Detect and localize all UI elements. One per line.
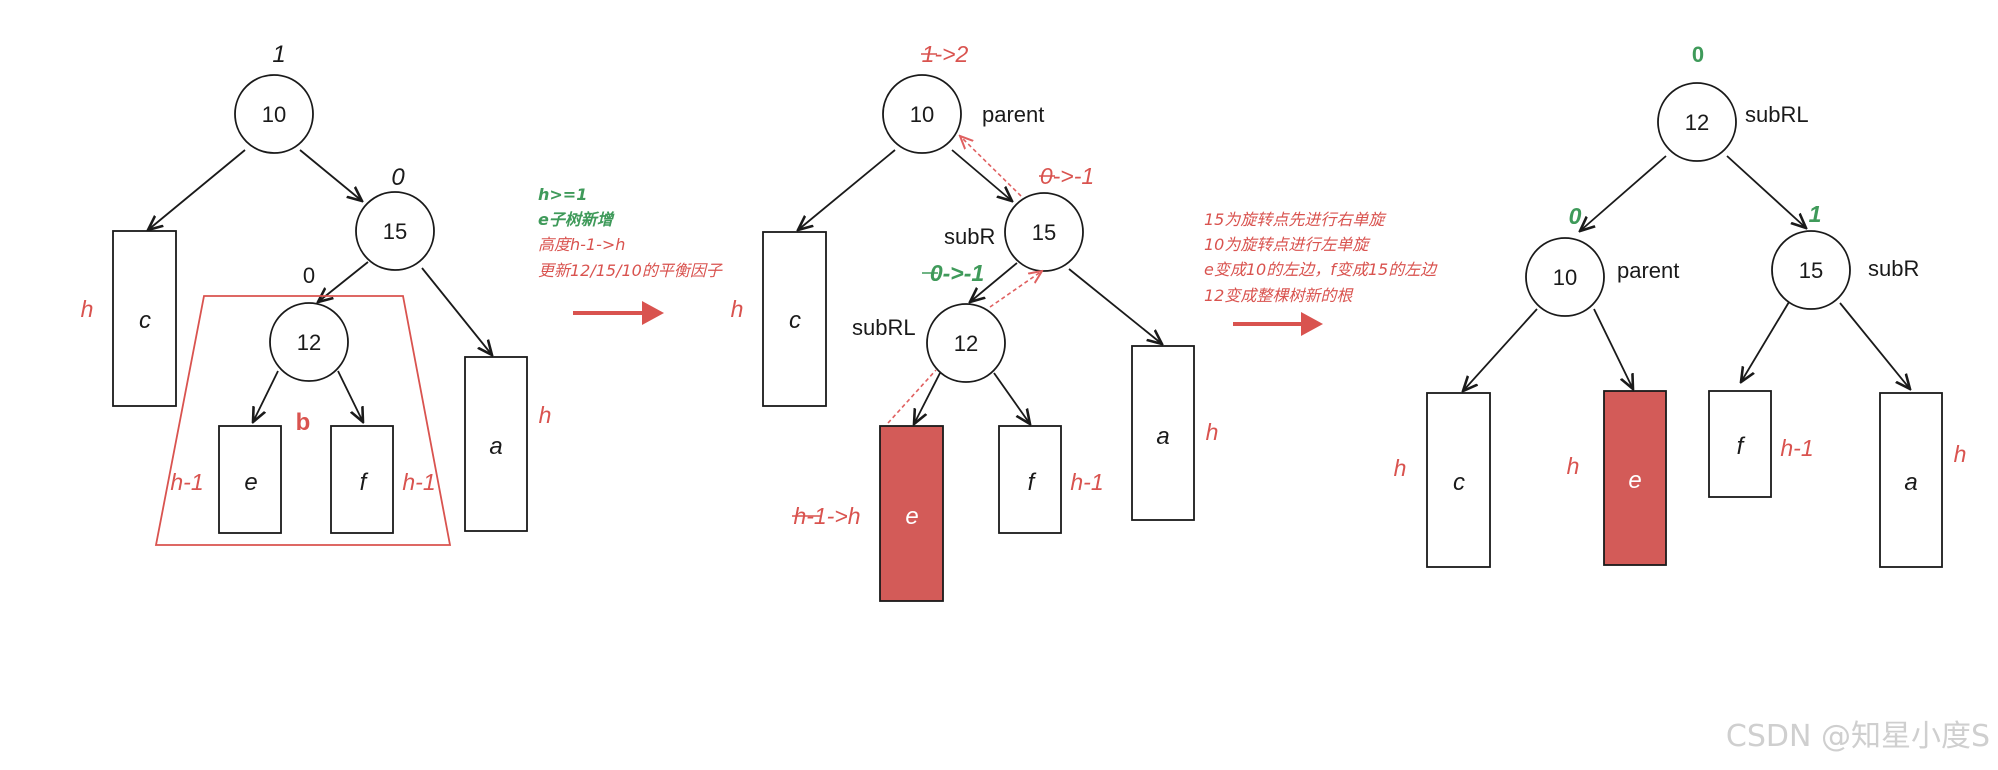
subtree-f: [998, 425, 1062, 534]
node-12: [1657, 82, 1737, 162]
node-15-label: 15: [383, 219, 407, 244]
diagram-after-insert: 1->2 10 parent 0->-1 15 subR 0->-1 12 su…: [731, 41, 1219, 602]
node-12-label: 12: [954, 331, 978, 356]
node-15: [1771, 230, 1851, 310]
subtree-b-label: b: [296, 409, 311, 436]
node-10-label: 10: [262, 102, 286, 127]
subtree-a: [464, 356, 528, 532]
note-2-line-3: e变成10的左边，f变成15的左边: [1204, 260, 1438, 279]
subtree-e: [879, 425, 944, 602]
node-10: [1525, 237, 1605, 317]
node-10: [882, 74, 962, 154]
subtree-a: [1131, 345, 1195, 521]
note-1-line-3: 高度h-1->h: [538, 235, 625, 254]
subtree-c: [762, 231, 827, 407]
subtree-a-label: a: [1904, 469, 1917, 496]
subtree-e-height: h: [1567, 453, 1580, 479]
parent-label: parent: [982, 102, 1044, 127]
note-2-line-4: 12变成整棵树新的根: [1204, 286, 1354, 305]
subtree-b-outline: [154, 295, 452, 546]
subtree-c-label: c: [139, 307, 151, 334]
note-2-line-2: 10为旋转点进行左单旋: [1204, 235, 1371, 254]
subtree-a-height: h: [1954, 441, 1967, 467]
subtree-f-label: f: [360, 469, 369, 496]
node-15-balance-factor: 1: [1809, 201, 1822, 227]
node-12-label: 12: [1685, 110, 1709, 135]
subtree-c-label: c: [789, 307, 801, 334]
subtree-c-height: h: [731, 296, 744, 322]
subtree-c: [112, 230, 177, 407]
subtree-a-height: h: [539, 402, 552, 428]
watermark: CSDN @知星小度S: [1726, 719, 1990, 754]
subtree-a-height: h: [1206, 419, 1219, 445]
diagram-after-rotation: 0 12 subRL 0 10 parent 1 15 subR c h e h…: [1394, 42, 1967, 568]
subtree-e-label: e: [244, 469, 257, 496]
subtree-e: [218, 425, 282, 534]
step-arrow-1: h>=1 e子树新增 高度h-1->h 更新12/15/10的平衡因子: [538, 185, 723, 325]
diagram-before-insert: 1 10 0 15 0 12 c h b e h-1 f h-1 a h: [81, 41, 552, 546]
subtree-f: [1708, 390, 1772, 498]
note-1-line-4: 更新12/15/10的平衡因子: [538, 261, 723, 280]
subtree-f-height: h-1: [1070, 469, 1103, 495]
parent-label: parent: [1617, 258, 1679, 283]
node-12-balance-factor: 0->-1: [930, 260, 984, 286]
node-10-label: 10: [1553, 265, 1577, 290]
node-15-label: 15: [1799, 258, 1823, 283]
subtree-f-label: f: [1028, 469, 1037, 496]
note-2-line-1: 15为旋转点先进行右单旋: [1204, 210, 1387, 229]
subtree-f-height: h-1: [402, 469, 435, 495]
note-1-line-2: e子树新增: [538, 210, 615, 229]
subtree-c-height: h: [1394, 455, 1407, 481]
note-1-line-1: h>=1: [538, 185, 587, 204]
node-15-balance-factor: 0: [391, 164, 405, 191]
subtree-e: [1603, 390, 1667, 566]
root-balance-factor: 0: [1692, 42, 1704, 67]
subtree-c-height: h: [81, 296, 94, 322]
root-balance-factor: 1: [272, 41, 285, 68]
subtree-c-label: c: [1453, 469, 1465, 496]
subtree-a-label: a: [489, 433, 502, 460]
subtree-c: [1426, 392, 1491, 568]
node-12-balance-factor: 0: [303, 263, 315, 288]
node-10-balance-factor: 0: [1569, 203, 1582, 229]
subtree-e-label: e: [905, 503, 918, 530]
subtree-f-height: h-1: [1780, 435, 1813, 461]
node-10: [234, 74, 314, 154]
node-15: [355, 191, 435, 271]
subtree-e-height: h-1: [170, 469, 203, 495]
node-15-label: 15: [1032, 220, 1056, 245]
subtree-a-label: a: [1156, 423, 1169, 450]
subtree-f: [330, 425, 394, 534]
subtree-f-label: f: [1737, 433, 1746, 460]
subR-label: subR: [1868, 256, 1919, 281]
step-arrow-2: 15为旋转点先进行右单旋 10为旋转点进行左单旋 e变成10的左边，f变成15的…: [1204, 210, 1438, 336]
node-12: [269, 302, 349, 382]
subtree-a: [1879, 392, 1943, 568]
node-12-label: 12: [297, 330, 321, 355]
subRL-label: subRL: [1745, 102, 1809, 127]
node-12: [926, 303, 1006, 383]
subtree-e-label: e: [1628, 467, 1641, 494]
subRL-label: subRL: [852, 315, 916, 340]
subR-label: subR: [944, 224, 995, 249]
node-10-label: 10: [910, 102, 934, 127]
